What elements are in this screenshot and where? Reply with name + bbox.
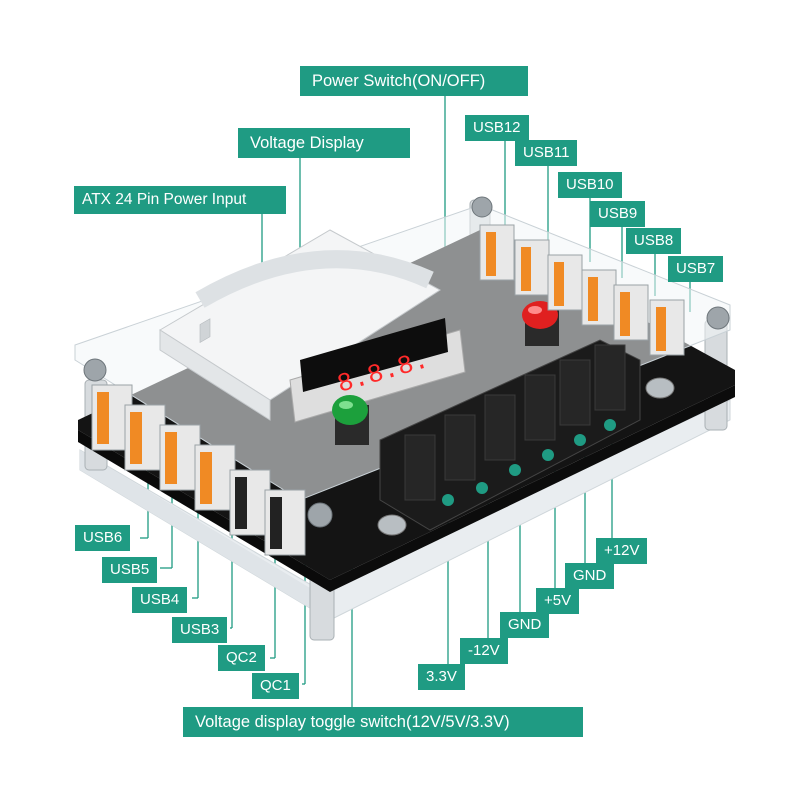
- green-toggle-button: [332, 395, 369, 445]
- gnd-label-2: GND: [500, 612, 550, 638]
- power-switch-label: Power Switch(ON/OFF): [300, 66, 528, 96]
- right-usb-ports: [479, 224, 685, 356]
- qc1-label: QC1: [252, 673, 299, 699]
- terminal-block: [379, 339, 641, 531]
- capacitors: [377, 377, 675, 536]
- plus5v-label: +5V: [536, 588, 580, 614]
- toggle-switch-label: Voltage display toggle switch(12V/5V/3.3…: [183, 707, 583, 737]
- gnd-label-1: GND: [565, 563, 615, 589]
- usb6-label: USB6: [75, 525, 131, 551]
- usb10-label: USB10: [558, 172, 622, 198]
- left-usb-ports: [91, 384, 306, 556]
- qc2-label: QC2: [218, 645, 265, 671]
- usb4-label: USB4: [132, 587, 188, 613]
- minus12v-label: -12V: [460, 638, 508, 664]
- usb7-label: USB7: [668, 256, 724, 282]
- voltage-display-label: Voltage Display: [238, 128, 410, 158]
- plus12v-label: +12V: [596, 538, 648, 564]
- usb9-label: USB9: [590, 201, 646, 227]
- usb3-label: USB3: [172, 617, 228, 643]
- usb12-label: USB12: [465, 115, 529, 141]
- atx-input-label: ATX 24 Pin Power Input: [74, 186, 286, 214]
- usb5-label: USB5: [102, 557, 158, 583]
- atx-24pin-connector: [159, 229, 441, 421]
- usb8-label: USB8: [626, 228, 682, 254]
- usb11-label: USB11: [515, 140, 578, 166]
- voltage-display: 8.8.8.: [289, 318, 466, 423]
- v3v3-label: 3.3V: [418, 664, 465, 690]
- screws: [83, 196, 730, 528]
